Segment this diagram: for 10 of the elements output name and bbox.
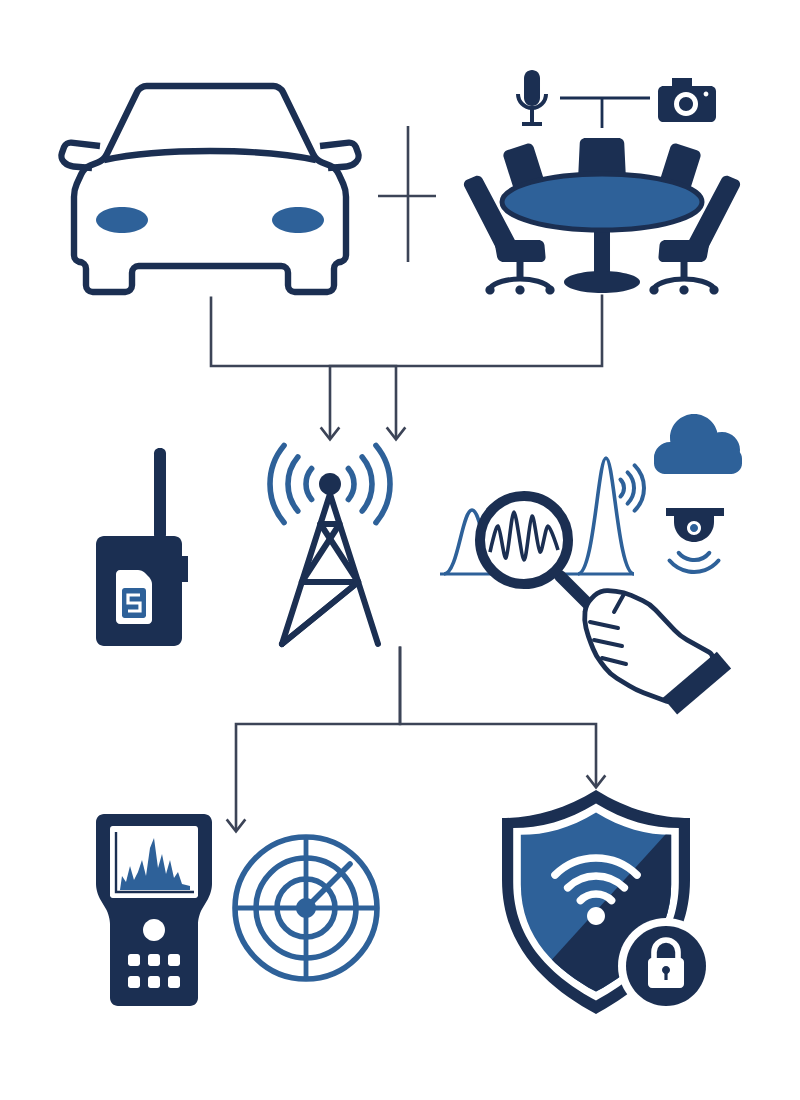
magnifier-hand-icon (440, 414, 742, 715)
arrow (209, 296, 407, 442)
sim-device-icon (96, 448, 188, 646)
cell-tower-icon (267, 442, 393, 647)
radar-icon (232, 834, 380, 982)
handheld-analyzer-icon (96, 814, 212, 1006)
meeting-table-icon (463, 70, 741, 295)
car-icon (58, 82, 362, 296)
arrow (398, 646, 607, 790)
arrow (319, 294, 604, 442)
